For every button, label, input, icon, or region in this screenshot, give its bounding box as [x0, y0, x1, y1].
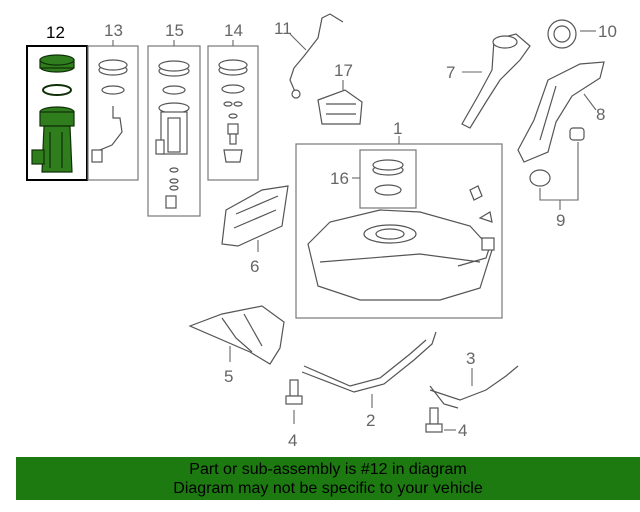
- callout-10: 10: [598, 22, 617, 41]
- part-1-fuel-tank[interactable]: [295, 136, 503, 319]
- part-7-filler-neck[interactable]: [461, 33, 531, 129]
- callout-1: 1: [393, 119, 402, 138]
- part-5-skid-plate[interactable]: [188, 305, 285, 365]
- callout-4a: 4: [288, 431, 297, 450]
- callout-6: 6: [250, 257, 259, 276]
- callout-16: 16: [330, 169, 349, 188]
- callout-12: 12: [46, 23, 65, 42]
- info-banner: Part or sub-assembly is #12 in diagram D…: [16, 457, 640, 500]
- parts-diagram: 12 13 15: [26, 13, 617, 450]
- part-4-bolt-left[interactable]: [285, 379, 303, 424]
- banner-line-1: Part or sub-assembly is #12 in diagram: [189, 461, 467, 478]
- callout-9: 9: [556, 211, 565, 230]
- callout-2: 2: [366, 411, 375, 430]
- callout-3: 3: [466, 349, 475, 368]
- callout-15: 15: [165, 21, 184, 40]
- callout-5: 5: [224, 367, 233, 386]
- banner-line-2: Diagram may not be specific to your vehi…: [173, 480, 483, 497]
- part-15-pump-kit[interactable]: [147, 40, 201, 217]
- part-10-fuel-cap[interactable]: [547, 19, 596, 49]
- callout-7: 7: [446, 63, 455, 82]
- part-14-filter-kit[interactable]: [207, 40, 259, 181]
- part-3-tank-strap[interactable]: [429, 365, 519, 409]
- part-4-bolt-right[interactable]: [425, 407, 456, 433]
- part-17-pad[interactable]: [317, 80, 363, 125]
- part-9-clips[interactable]: [529, 127, 585, 210]
- part-12-fuel-pump-assembly[interactable]: [26, 45, 88, 181]
- callout-4b: 4: [458, 421, 467, 440]
- callout-11: 11: [274, 19, 292, 38]
- part-8-filler-pipe[interactable]: [517, 61, 605, 163]
- callout-14: 14: [224, 21, 243, 40]
- callout-17: 17: [334, 61, 353, 80]
- callout-8: 8: [596, 105, 605, 124]
- part-13-sender-kit[interactable]: [87, 40, 139, 181]
- part-11-breather-hose[interactable]: [289, 13, 344, 99]
- callout-13: 13: [104, 21, 123, 40]
- part-6-heat-shield[interactable]: [221, 185, 289, 252]
- part-2-tank-strap[interactable]: [301, 331, 437, 408]
